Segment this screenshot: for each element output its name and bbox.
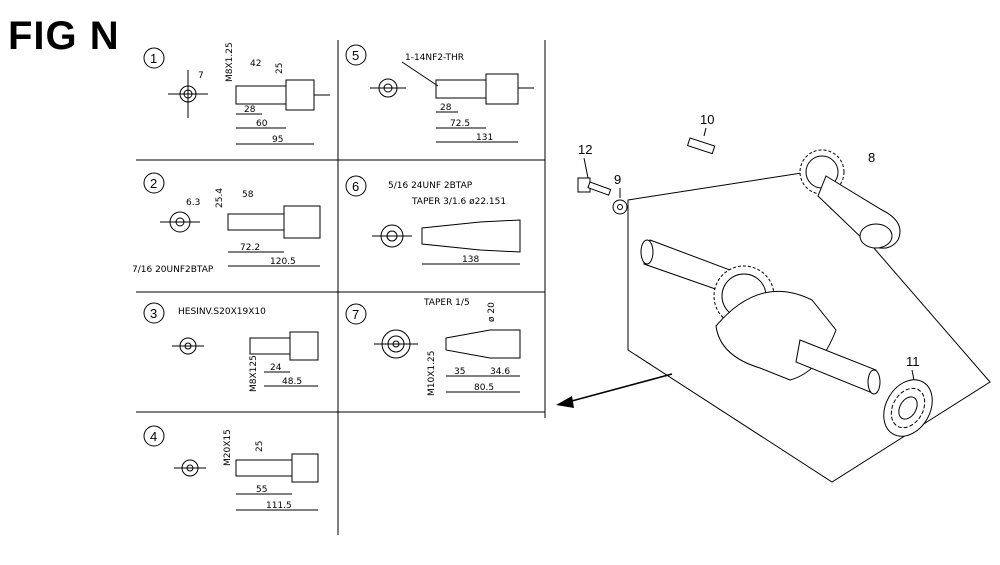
shaft-section bbox=[421, 219, 521, 253]
part-number: 10 bbox=[700, 112, 714, 127]
panel-3: 3 HESINV.S20X19X10 M8X125 24 48.5 bbox=[143, 302, 319, 392]
part-number: 8 bbox=[868, 150, 875, 165]
panel-number: 3 bbox=[150, 306, 157, 321]
dim-label: 80.5 bbox=[474, 383, 494, 393]
shaft-section bbox=[249, 337, 291, 355]
panel-number: 4 bbox=[150, 429, 157, 444]
crank-gear-icon bbox=[799, 149, 901, 249]
panel-number-circle bbox=[345, 175, 367, 197]
dim-label: 7 bbox=[198, 71, 204, 81]
panel-number-circle bbox=[345, 44, 367, 66]
dim-label: 35 bbox=[454, 367, 465, 377]
shaft-section bbox=[227, 213, 285, 231]
panel-number: 2 bbox=[150, 176, 157, 191]
dim-label: 1-14NF2-THR bbox=[405, 53, 464, 63]
part-number: 9 bbox=[614, 172, 621, 187]
dim-label: 111.5 bbox=[266, 501, 292, 511]
dim-label: 5/16 24UNF 2BTAP bbox=[388, 181, 473, 191]
dim-label: 58 bbox=[242, 190, 254, 200]
panel-2: 2 6.3 58 25.4 72.2 120.5 7/16 20UNF2BTAP bbox=[132, 172, 321, 275]
dim-label: 95 bbox=[272, 135, 283, 145]
dim-label: 7/16 20UNF2BTAP bbox=[132, 265, 214, 275]
panel-number: 5 bbox=[352, 48, 359, 63]
dim-label: 24 bbox=[270, 363, 282, 373]
pointer-arrow bbox=[556, 373, 673, 408]
shaft-section bbox=[435, 79, 487, 99]
figure-title: FIG N bbox=[8, 14, 120, 58]
panel-4: 4 M20X15 25 55 111.5 bbox=[143, 425, 319, 511]
dim-label: 138 bbox=[462, 255, 479, 265]
panel-number: 1 bbox=[150, 51, 157, 66]
crankshaft-assembly: 12 9 10 8 bbox=[577, 112, 991, 483]
washer-icon bbox=[612, 199, 628, 215]
dim-label: TAPER 3/1.6 ø22.151 bbox=[411, 197, 506, 207]
bolt-icon bbox=[577, 177, 612, 196]
dim-label: 60 bbox=[256, 119, 268, 129]
dim-label: 28 bbox=[440, 103, 452, 113]
shaft-section bbox=[235, 85, 287, 105]
panel-number: 6 bbox=[352, 179, 359, 194]
dim-label: M8X125 bbox=[249, 355, 259, 392]
part-number: 11 bbox=[906, 354, 920, 369]
dim-label: 28 bbox=[244, 105, 256, 115]
part-number: 12 bbox=[578, 142, 592, 157]
dim-label: M8X1.25 bbox=[225, 42, 235, 82]
dim-label: 34.6 bbox=[490, 367, 510, 377]
panel-number-circle bbox=[143, 172, 165, 194]
dim-label: 42 bbox=[250, 59, 261, 69]
dim-label: 6.3 bbox=[186, 198, 200, 208]
panel-5: 5 1-14NF2-THR 28 72.5 131 bbox=[345, 44, 534, 143]
dim-label: HESINV.S20X19X10 bbox=[178, 307, 266, 317]
panel-1: 1 7 42 M8X1.25 25 28 60 95 bbox=[143, 42, 330, 145]
dim-label: 25.4 bbox=[215, 188, 225, 208]
dim-label: ø 20 bbox=[487, 302, 497, 322]
panel-number-circle bbox=[143, 47, 165, 69]
bearing-icon bbox=[883, 379, 933, 437]
panel-grid bbox=[136, 40, 546, 535]
panel-number-circle bbox=[345, 303, 367, 325]
panel-number: 7 bbox=[352, 307, 359, 322]
panel-6: 6 5/16 24UNF 2BTAP TAPER 3/1.6 ø22.151 1… bbox=[345, 175, 521, 265]
dim-label: 120.5 bbox=[270, 257, 296, 267]
dim-label: 72.5 bbox=[450, 119, 470, 129]
dim-label: M20X15 bbox=[223, 429, 233, 466]
panel-number-circle bbox=[143, 425, 165, 447]
dim-label: 72.2 bbox=[240, 243, 260, 253]
panel-number-circle bbox=[143, 302, 165, 324]
dim-label: M10X1.25 bbox=[427, 351, 437, 396]
shaft-section bbox=[235, 459, 293, 477]
dim-label: 48.5 bbox=[282, 377, 302, 387]
crankshaft-icon bbox=[640, 239, 881, 395]
panel-7: 7 TAPER 1/5 ø 20 M10X1.25 35 34.6 80.5 bbox=[345, 298, 521, 396]
dim-label: 131 bbox=[476, 133, 493, 143]
dim-label: 25 bbox=[275, 63, 285, 74]
dim-label: TAPER 1/5 bbox=[423, 298, 470, 308]
shaft-section bbox=[445, 329, 521, 359]
key-icon bbox=[686, 137, 716, 155]
dim-label: 55 bbox=[256, 485, 267, 495]
dim-label: 25 bbox=[255, 441, 265, 452]
